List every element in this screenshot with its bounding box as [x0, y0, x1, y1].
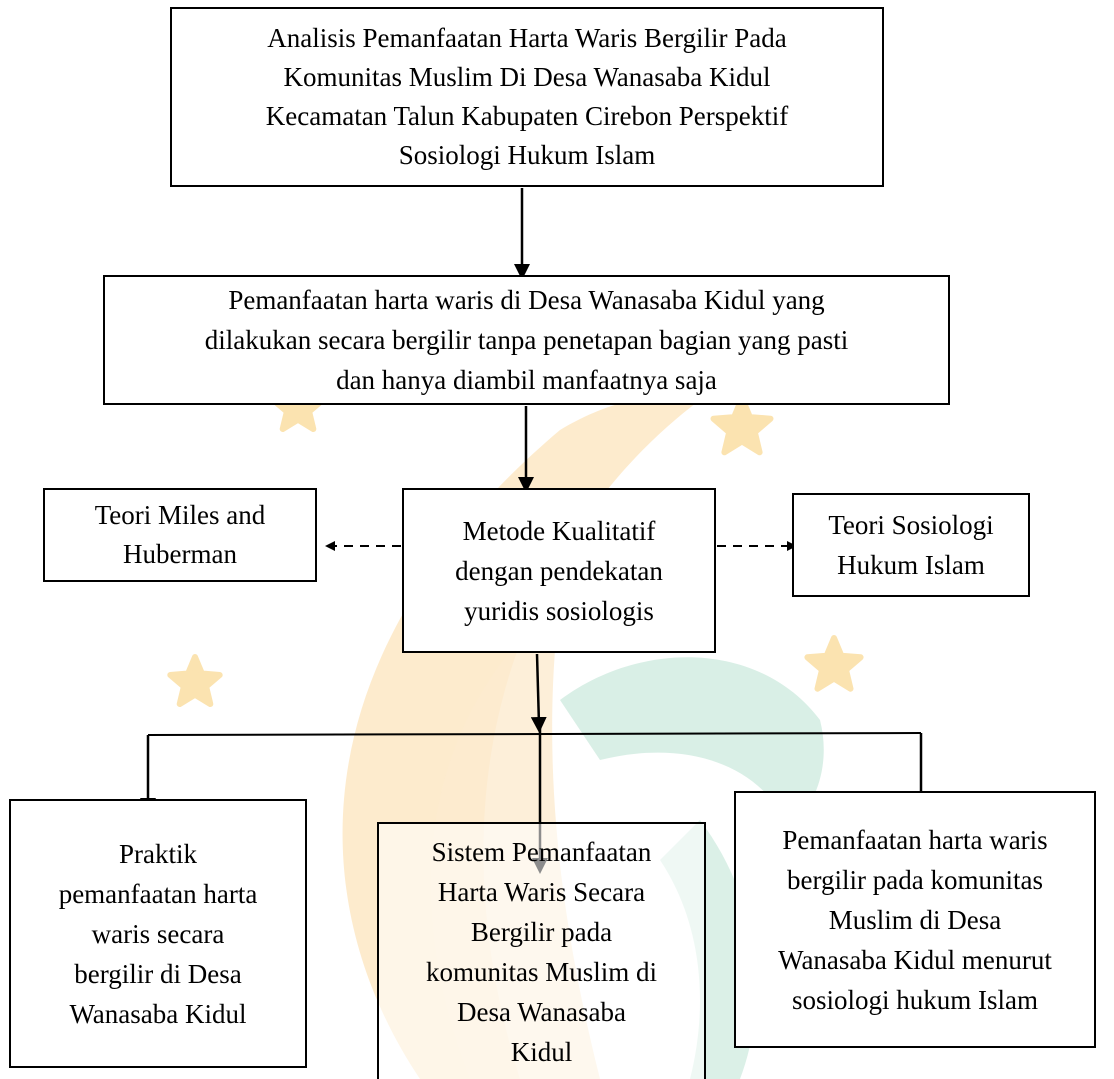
- arrow-method-to-split: [530, 653, 547, 733]
- research-problem-box: Pemanfaatan harta waris di Desa Wanasaba…: [103, 275, 950, 405]
- outcome-sosiologi-text: Pemanfaatan harta waris bergilir pada ko…: [778, 824, 1052, 1015]
- split-bar: [147, 732, 922, 736]
- outcome-sistem-box: Sistem Pemanfaatan Harta Waris Secara Be…: [377, 822, 706, 1079]
- research-title-box: Analisis Pemanfaatan Harta Waris Bergili…: [170, 7, 884, 187]
- outcome-praktik-box: Praktik pemanfaatan harta waris secara b…: [9, 799, 307, 1068]
- research-title-text: Analisis Pemanfaatan Harta Waris Bergili…: [265, 23, 789, 170]
- theory-sosiologi-hukum-text: Teori Sosiologi Hukum Islam: [828, 510, 994, 580]
- research-method-text: Metode Kualitatif dengan pendekatan yuri…: [455, 515, 663, 626]
- outcome-sistem-text: Sistem Pemanfaatan Harta Waris Secara Be…: [425, 836, 658, 1067]
- research-problem-text: Pemanfaatan harta waris di Desa Wanasaba…: [204, 285, 849, 395]
- theory-miles-huberman-text: Teori Miles and Huberman: [94, 500, 266, 569]
- theory-miles-huberman-box: Teori Miles and Huberman: [43, 488, 317, 582]
- outcome-praktik-text: Praktik pemanfaatan harta waris secara b…: [58, 838, 258, 1029]
- research-method-box: Metode Kualitatif dengan pendekatan yuri…: [402, 488, 716, 653]
- outcome-sosiologi-box: Pemanfaatan harta waris bergilir pada ko…: [734, 791, 1096, 1048]
- theory-sosiologi-hukum-box: Teori Sosiologi Hukum Islam: [792, 493, 1030, 597]
